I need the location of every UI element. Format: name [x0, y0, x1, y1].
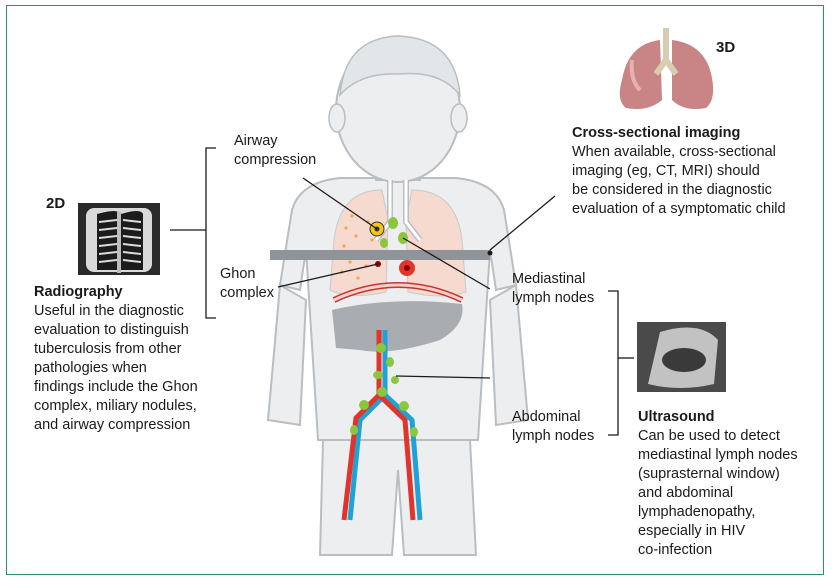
ultrasound-description: Can be used to detect mediastinal lymph … — [638, 427, 798, 560]
ghon-complex-label: Ghon complex — [220, 265, 274, 303]
airway-compression-label: Airway compression — [234, 132, 316, 170]
lungs-3d-thumbnail — [620, 28, 713, 109]
mediastinal-lymph-nodes-label: Mediastinal lymph nodes — [512, 270, 594, 308]
cross-sectional-title: Cross-sectional imaging — [572, 124, 740, 143]
cross-sectional-description: When available, cross-sectional imaging … — [572, 143, 786, 219]
ghon-focus-core — [404, 265, 410, 271]
chest-xray-thumbnail — [78, 203, 160, 275]
child-body — [268, 38, 528, 555]
radiography-title: Radiography — [34, 283, 123, 302]
left-ear — [329, 104, 345, 132]
slice-bar-end — [488, 251, 493, 256]
radiography-dimension-label: 2D — [46, 194, 65, 213]
abdominal-lymph-nodes-label: Abdominal lymph nodes — [512, 408, 594, 446]
right-ear — [451, 104, 467, 132]
ultrasound-title: Ultrasound — [638, 408, 715, 427]
cross-sectional-dimension-label: 3D — [716, 38, 735, 57]
ultrasound-thumbnail — [637, 322, 726, 392]
radiography-description: Useful in the diagnostic evaluation to d… — [34, 302, 198, 435]
imaging-slice-bar — [270, 250, 490, 260]
